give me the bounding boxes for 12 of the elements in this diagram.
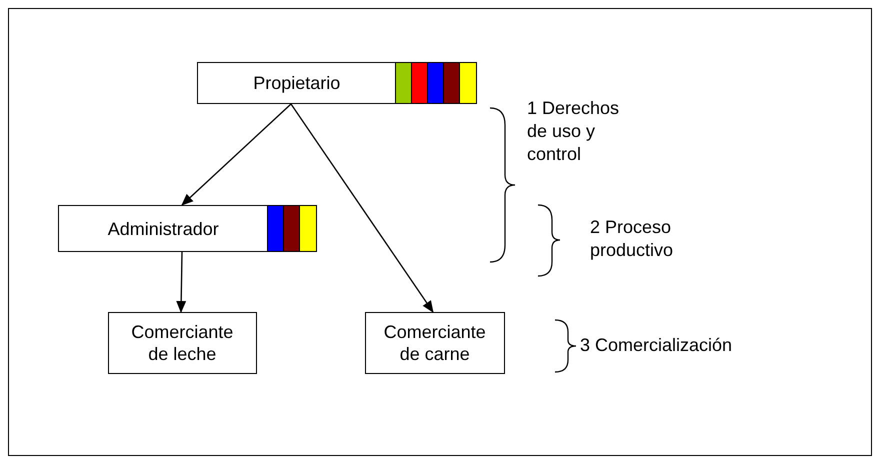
- role-box: Administrador: [58, 205, 268, 252]
- color-bar: [299, 205, 316, 252]
- role-box: Comerciante de leche: [108, 312, 256, 374]
- role-box: Comerciante de carne: [365, 312, 504, 374]
- color-bar: [459, 62, 476, 104]
- annotation-text: 2 Proceso productivo: [590, 216, 674, 262]
- role-box: Propietario: [197, 62, 396, 104]
- arrow: [181, 104, 292, 206]
- annotation-text: 1 Derechos de uso y control: [527, 97, 620, 166]
- arrow: [290, 104, 434, 313]
- annotation-text: 3 Comercialización: [580, 334, 734, 357]
- arrow: [176, 252, 186, 313]
